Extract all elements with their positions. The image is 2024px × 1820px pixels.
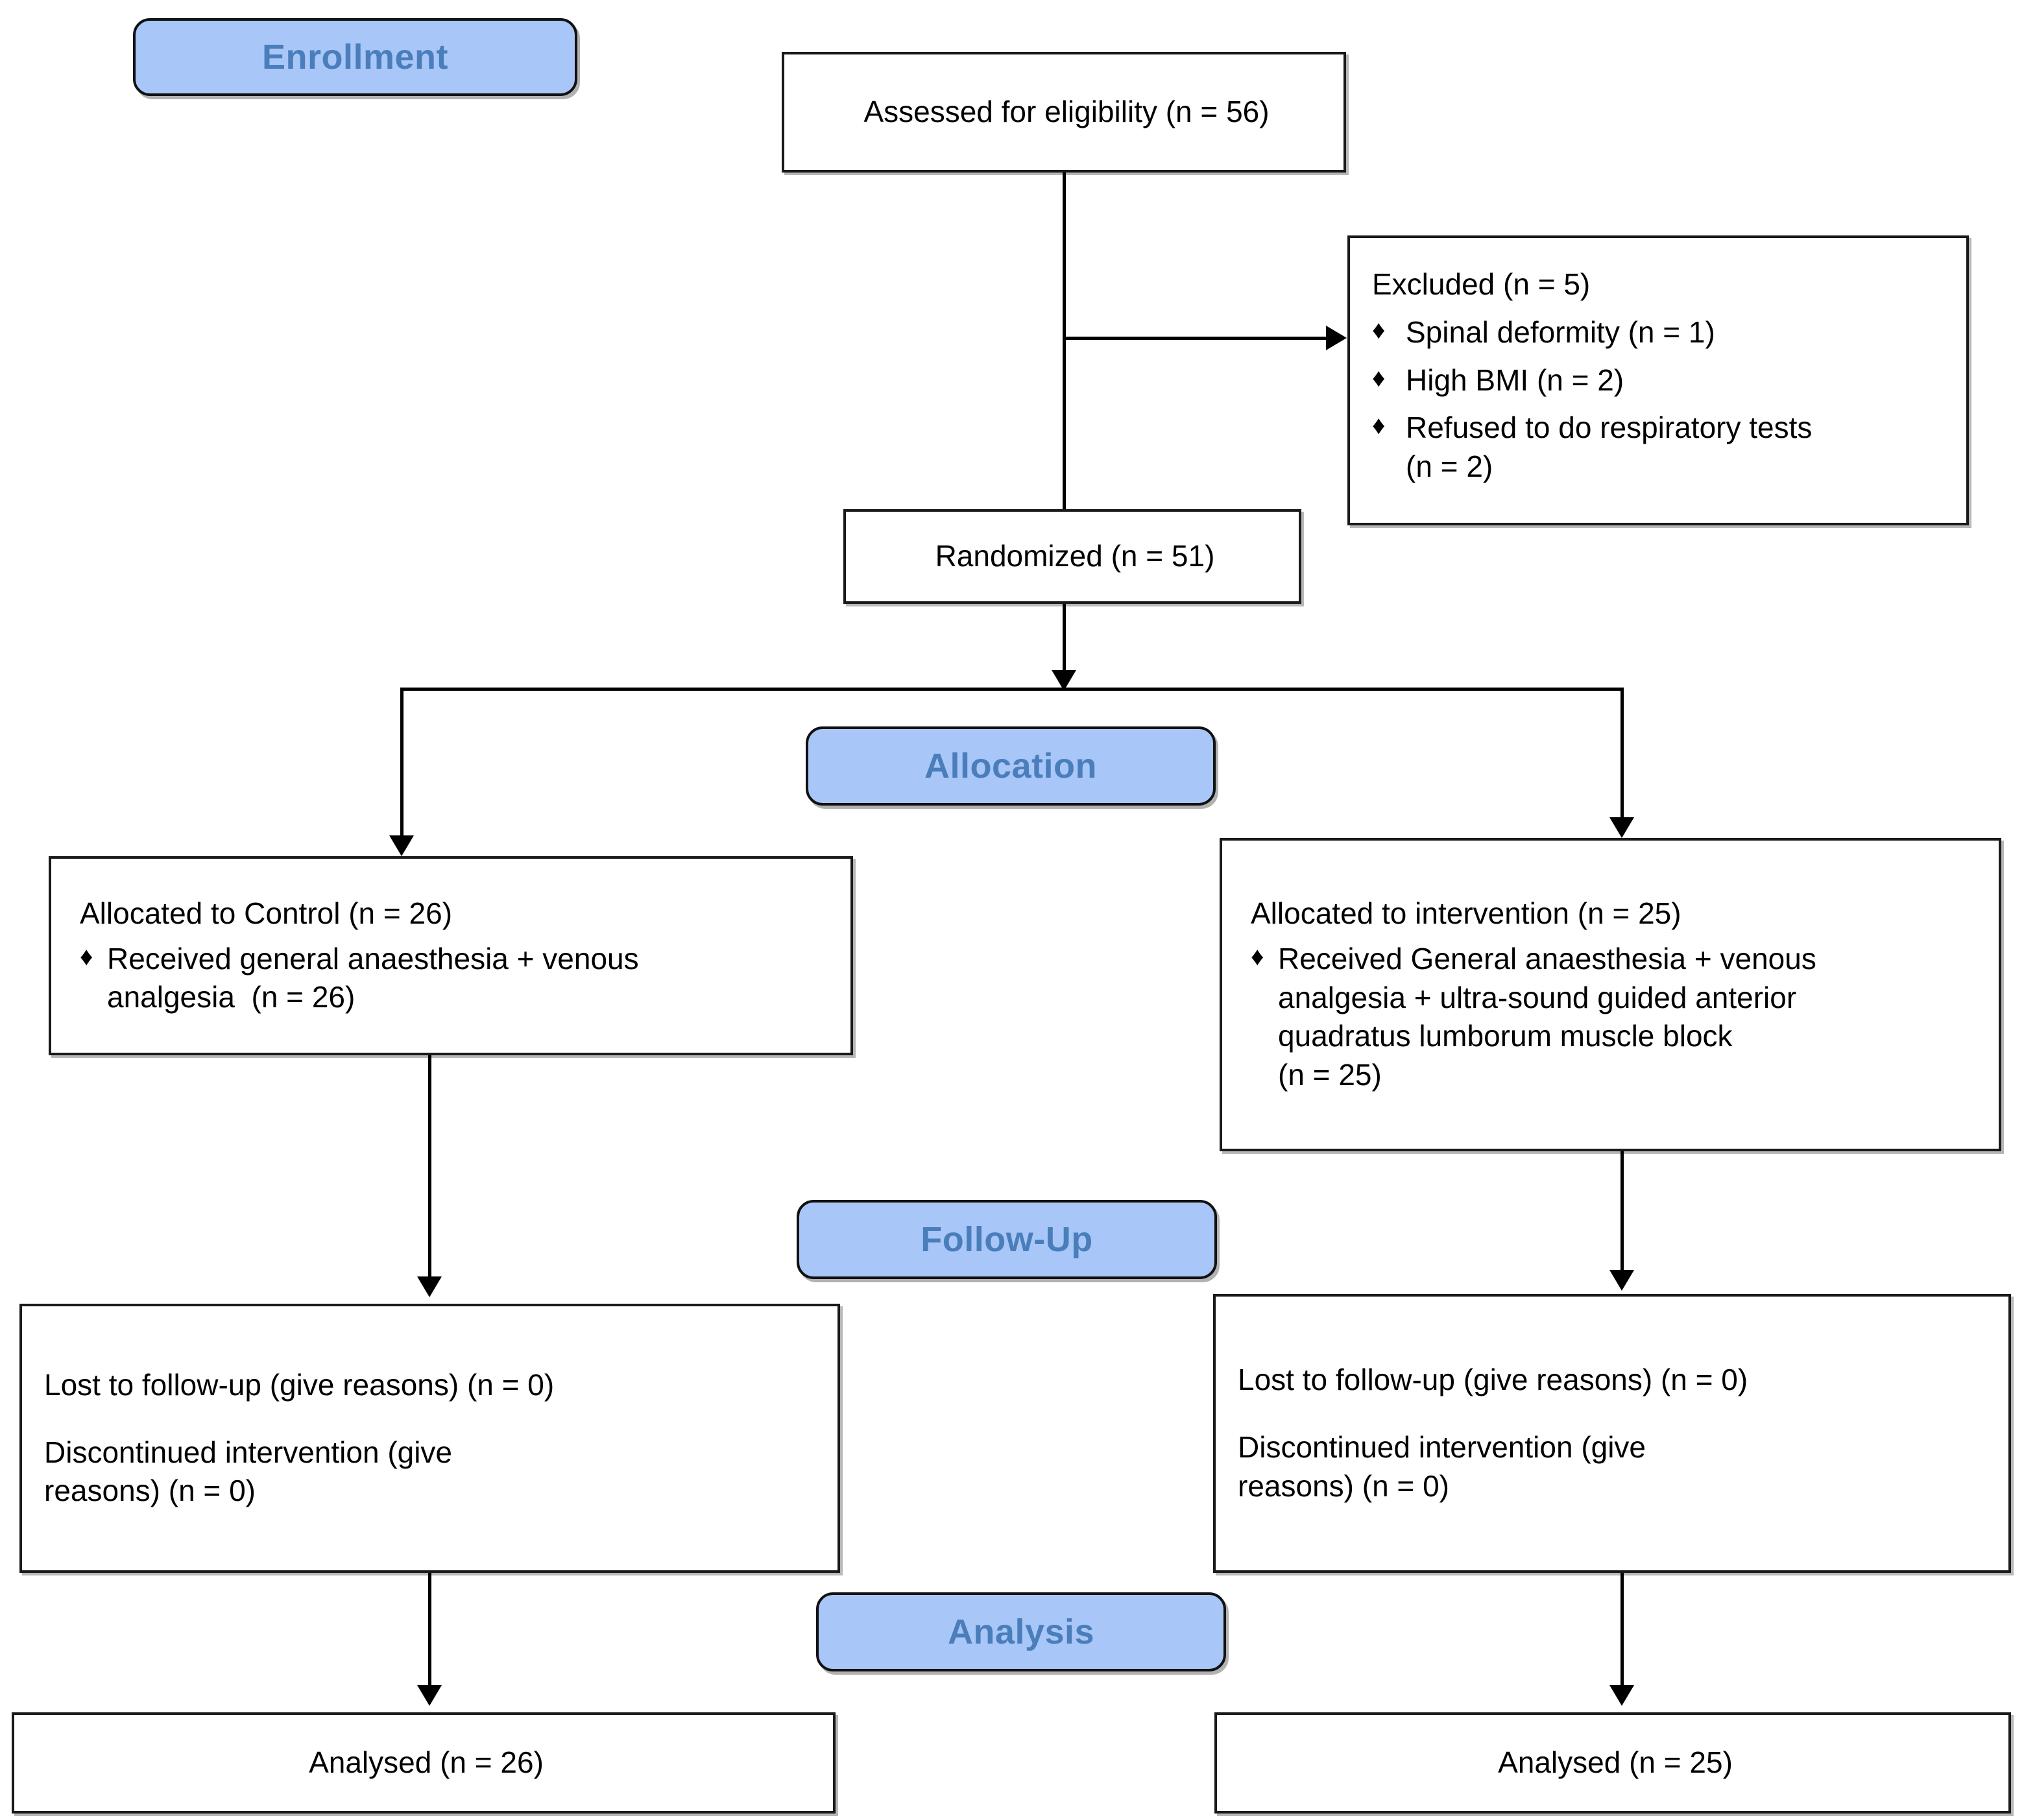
stage-label-allocation-text: Allocation: [924, 747, 1097, 785]
followup-right-line2: Discontinued intervention (give reasons)…: [1238, 1430, 1646, 1503]
connector-split-to-control: [400, 688, 404, 840]
connector-split-to-intervention: [1620, 688, 1624, 822]
connector-randomized-to-split: [1063, 604, 1066, 675]
allocated-control-title: Allocated to Control (n = 26): [80, 896, 453, 930]
list-item: ♦ Received General anaesthesia + venous …: [1251, 940, 1986, 1095]
node-allocated-control: Allocated to Control (n = 26) ♦ Received…: [49, 856, 853, 1055]
assessed-text: Assessed for eligibility (n = 56): [863, 95, 1270, 129]
arrowhead-control-followup: [417, 1276, 442, 1297]
followup-right-line1: Lost to follow-up (give reasons) (n = 0): [1238, 1363, 1748, 1397]
node-assessed-for-eligibility: Assessed for eligibility (n = 56): [782, 52, 1346, 173]
connector-branch-to-excluded: [1063, 337, 1327, 340]
stage-label-analysis: Analysis: [816, 1592, 1226, 1671]
list-item: ♦ Spinal deformity (n = 1): [1372, 313, 1956, 352]
stage-label-followup: Follow-Up: [797, 1200, 1217, 1279]
followup-left-line1: Lost to follow-up (give reasons) (n = 0): [44, 1367, 555, 1402]
followup-left-line2: Discontinued intervention (give reasons)…: [44, 1435, 453, 1508]
node-analysed-intervention: Analysed (n = 25): [1214, 1712, 2011, 1814]
stage-label-enrollment-text: Enrollment: [261, 38, 449, 77]
diamond-bullet-icon: ♦: [1372, 411, 1386, 440]
arrowhead-analysed-right: [1609, 1685, 1634, 1706]
stage-label-followup-text: Follow-Up: [921, 1220, 1093, 1259]
node-followup-control: Lost to follow-up (give reasons) (n = 0)…: [19, 1304, 840, 1573]
analysed-right-text: Analysed (n = 25): [1498, 1745, 1733, 1780]
list-item: ♦ Refused to do respiratory tests (n = 2…: [1372, 409, 1956, 486]
connector-intervention-to-followup: [1620, 1151, 1624, 1275]
stage-label-allocation: Allocation: [806, 726, 1216, 806]
node-allocated-intervention: Allocated to intervention (n = 25) ♦ Rec…: [1220, 838, 2001, 1151]
allocated-intervention-title: Allocated to intervention (n = 25): [1251, 896, 1681, 930]
diamond-bullet-icon: ♦: [80, 942, 93, 971]
allocated-control-item-text: Received general anaesthesia + venous an…: [107, 941, 639, 1014]
arrowhead-to-control-allocation: [389, 835, 414, 856]
diamond-bullet-icon: ♦: [1251, 942, 1264, 971]
arrowhead-randomized-split: [1052, 670, 1076, 691]
stage-label-analysis-text: Analysis: [947, 1612, 1095, 1651]
connector-followup-to-analysed-left: [428, 1573, 431, 1690]
list-item: ♦ Received general anaesthesia + venous …: [80, 940, 837, 1018]
node-followup-intervention: Lost to follow-up (give reasons) (n = 0)…: [1213, 1294, 2011, 1573]
diamond-bullet-icon: ♦: [1372, 363, 1386, 392]
excluded-title: Excluded (n = 5): [1372, 267, 1591, 301]
randomized-text: Randomized (n = 51): [935, 539, 1215, 573]
stage-label-enrollment: Enrollment: [133, 18, 577, 96]
node-analysed-control: Analysed (n = 26): [12, 1712, 836, 1814]
arrowhead-to-excluded: [1326, 326, 1347, 350]
connector-assessed-to-randomized: [1063, 173, 1066, 509]
connector-control-to-followup: [428, 1055, 431, 1281]
connector-followup-to-analysed-right: [1620, 1573, 1624, 1690]
diamond-bullet-icon: ♦: [1372, 315, 1386, 344]
allocated-control-list: ♦ Received general anaesthesia + venous …: [80, 940, 837, 1018]
analysed-left-text: Analysed (n = 26): [309, 1745, 544, 1780]
arrowhead-analysed-left: [417, 1685, 442, 1706]
arrowhead-intervention-followup: [1609, 1270, 1634, 1291]
list-item: ♦ High BMI (n = 2): [1372, 361, 1956, 400]
excluded-reason-text: Refused to do respiratory tests (n = 2): [1406, 411, 1813, 484]
allocated-intervention-item-text: Received General anaesthesia + venous an…: [1278, 941, 1816, 1092]
excluded-reason-text: Spinal deformity (n = 1): [1406, 315, 1715, 349]
excluded-reason-list: ♦ Spinal deformity (n = 1) ♦ High BMI (n…: [1372, 313, 1956, 496]
allocated-intervention-list: ♦ Received General anaesthesia + venous …: [1251, 940, 1986, 1095]
node-randomized: Randomized (n = 51): [843, 509, 1301, 604]
excluded-reason-text: High BMI (n = 2): [1406, 363, 1624, 397]
arrowhead-to-intervention-allocation: [1609, 817, 1634, 838]
node-excluded: Excluded (n = 5) ♦ Spinal deformity (n =…: [1347, 235, 1969, 525]
connector-allocation-split-bar: [400, 688, 1624, 691]
